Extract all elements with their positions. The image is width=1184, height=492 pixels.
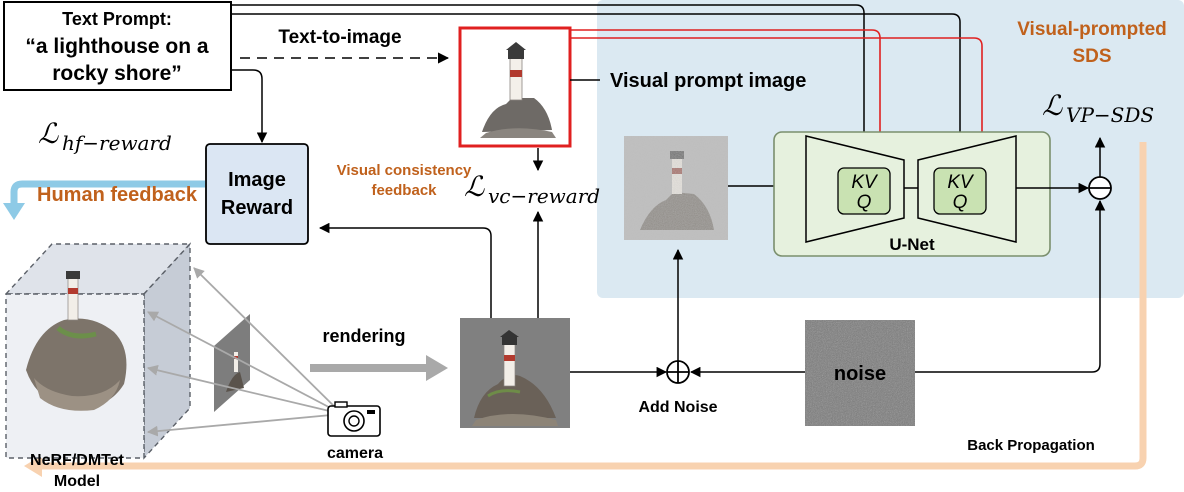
text-to-image-label: Text-to-image <box>278 27 401 48</box>
image-reward-line2: Reward <box>221 197 293 219</box>
prompt-to-kv2-line <box>231 13 966 178</box>
visual-prompt-image <box>458 26 572 148</box>
rendering-label: rendering <box>322 326 405 346</box>
sds-title-line2: SDS <box>1072 46 1111 67</box>
unet-label: U-Net <box>889 235 935 254</box>
noisy-image <box>624 136 728 240</box>
render-to-reward-arrow <box>318 222 492 318</box>
svg-text:VP−SDS: VP−SDS <box>1066 103 1154 127</box>
human-feedback-arrowhead <box>3 203 25 220</box>
svg-text:ℒ: ℒ <box>1042 89 1063 122</box>
loss-vp-sds: ℒ VP−SDS <box>1042 89 1154 127</box>
camera-label: camera <box>327 445 383 462</box>
nerf-model-line1: NeRF/DMTet <box>30 452 125 469</box>
back-propagation-arrowhead <box>24 455 42 477</box>
vp-to-kv2-red-arrow <box>570 37 988 168</box>
visual-prompt-image-label: Visual prompt image <box>610 70 806 92</box>
noise-to-minus-arrow <box>915 199 1106 373</box>
human-feedback-arrow <box>10 180 205 206</box>
text-prompt-box <box>3 1 232 91</box>
prompt-to-kv1-line <box>231 4 870 178</box>
visual-consistency-line1: Visual consistency <box>337 162 472 179</box>
svg-text:vc−reward: vc−reward <box>488 184 600 208</box>
sds-title-line1: Visual-prompted <box>1017 19 1167 40</box>
camera-icon <box>327 401 381 437</box>
kv-block-2-q: Q <box>953 192 968 213</box>
text-prompt-line2: rocky shore” <box>52 62 182 85</box>
loss-vc-reward: ℒ vc−reward <box>464 170 600 208</box>
add-noise-label: Add Noise <box>638 399 717 416</box>
rendered-image <box>460 318 570 428</box>
prompt-to-reward-line <box>231 69 268 144</box>
kv-block-1-kv: KV <box>851 172 879 193</box>
kv-block-2-kv: KV <box>947 172 975 193</box>
rendering-arrowhead <box>426 355 448 381</box>
image-reward-line1: Image <box>228 169 286 191</box>
kv-block-2 <box>933 167 987 215</box>
visual-consistency-line2: feedback <box>371 182 437 199</box>
kv-block-1-q: Q <box>857 192 872 213</box>
nerf-cube <box>4 242 192 460</box>
svg-text:ℒ: ℒ <box>38 117 59 150</box>
text-prompt-title: Text Prompt: <box>62 9 172 29</box>
svg-text:ℒ: ℒ <box>464 170 485 203</box>
image-reward-box <box>205 143 309 245</box>
svg-text:hf−reward: hf−reward <box>62 131 172 155</box>
back-propagation-label: Back Propagation <box>967 437 1095 454</box>
human-feedback-label: Human feedback <box>37 184 198 206</box>
loss-hf-reward: ℒ hf−reward <box>38 117 172 155</box>
text-prompt-line1: “a lighthouse on a <box>25 35 208 58</box>
kv-block-1 <box>837 167 891 215</box>
noise-image <box>805 320 915 426</box>
camera-rays <box>146 267 343 437</box>
back-propagation-arrow <box>40 142 1147 470</box>
noise-label: noise <box>834 363 886 385</box>
nerf-model-line2: Model <box>54 473 100 490</box>
